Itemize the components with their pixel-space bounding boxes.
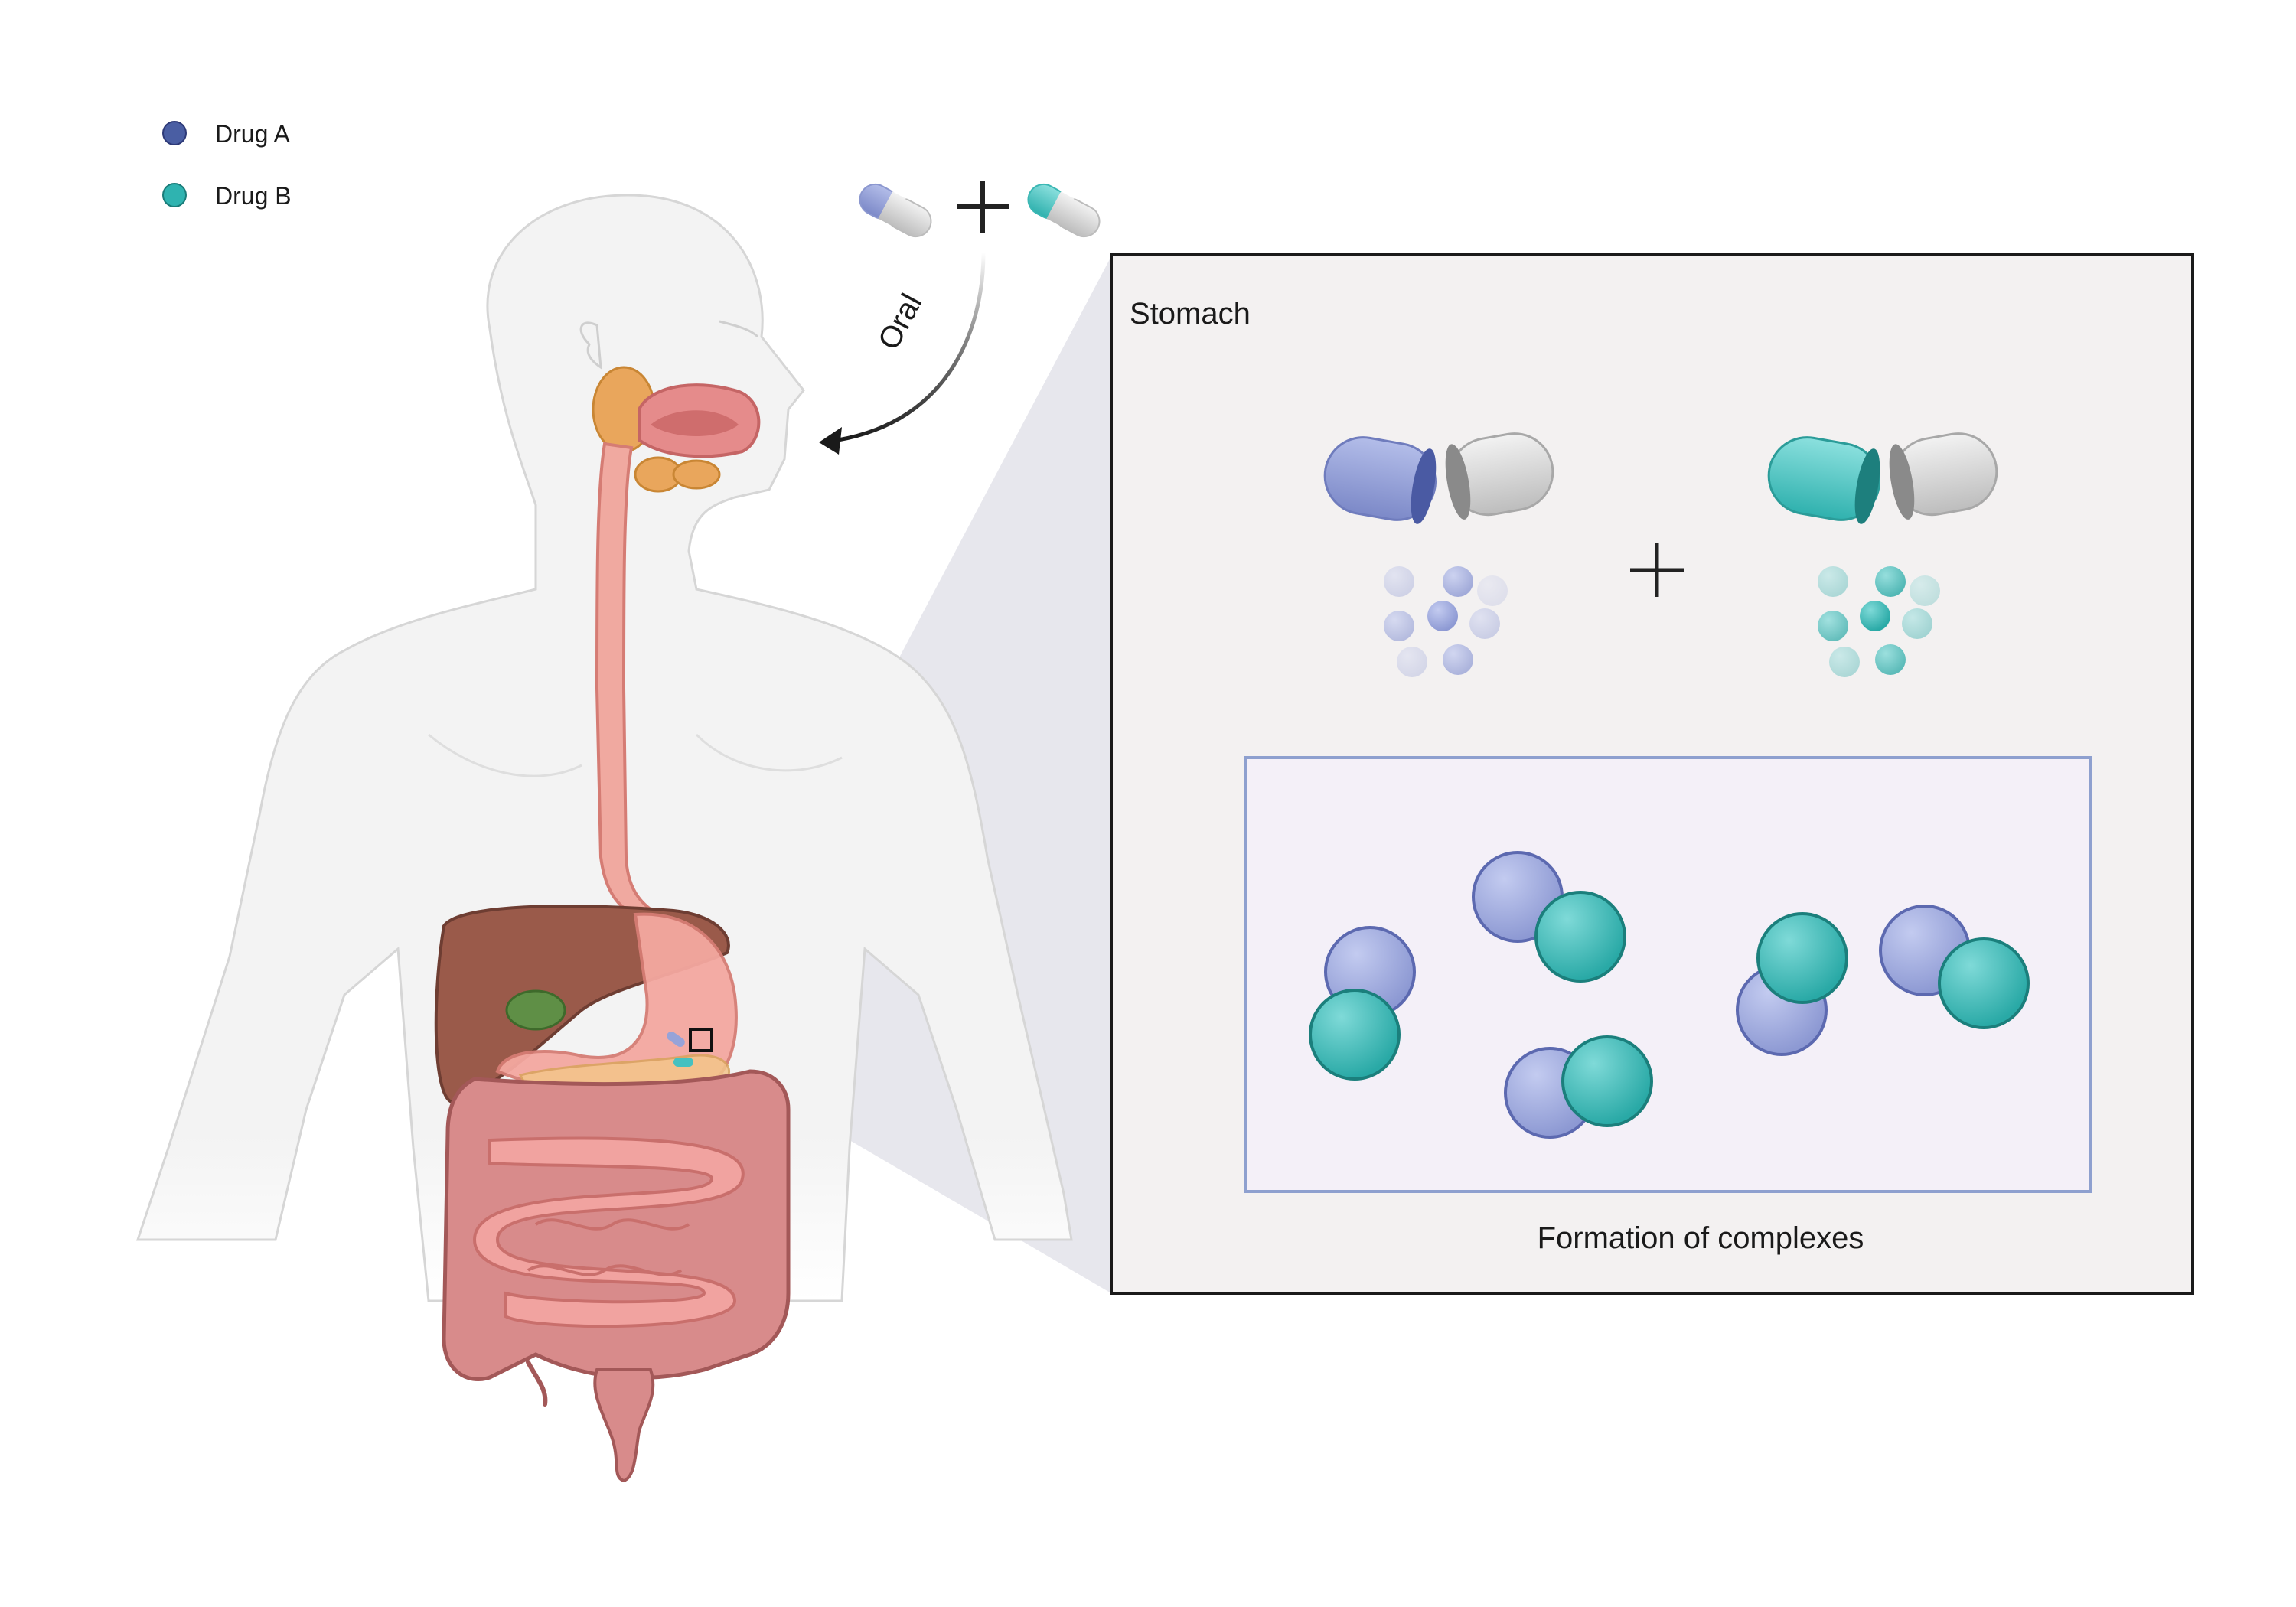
top-capsule-drug-b — [1027, 183, 1101, 238]
legend-item-drug-a: Drug A — [162, 120, 290, 148]
legend-label-drug-a: Drug A — [215, 120, 290, 148]
opened-capsule-drug-b — [1767, 432, 1998, 524]
panel-plus-icon — [1630, 543, 1684, 597]
plus-icon — [957, 181, 1009, 233]
stomach-panel-title: Stomach — [1130, 297, 1251, 331]
zoom-region-marker — [689, 1028, 713, 1052]
drug-a-dot-icon — [162, 121, 187, 145]
rectum — [593, 1368, 655, 1483]
drug-b-dot-icon — [162, 183, 187, 207]
legend-label-drug-b: Drug B — [215, 182, 292, 210]
drug-b-particles — [1818, 566, 1940, 677]
complex-4 — [1736, 912, 1848, 1056]
opened-capsule-drug-a — [1323, 432, 1554, 524]
drug-a-particles — [1384, 566, 1508, 677]
complex-2 — [1472, 851, 1626, 983]
top-capsule-drug-a — [859, 183, 932, 238]
small-intestine — [472, 1136, 745, 1328]
appendix — [526, 1360, 548, 1407]
complex-3 — [1504, 1035, 1653, 1139]
route-label-oral: Oral — [872, 288, 928, 355]
stomach-capsules — [667, 1028, 713, 1067]
complex-1 — [1309, 926, 1416, 1081]
arrow-head-icon — [819, 427, 842, 455]
oral-route-arrow — [837, 252, 986, 442]
gallbladder — [505, 989, 566, 1031]
complexes — [1309, 851, 2030, 1139]
complex-caption: Formation of complexes — [1538, 1221, 1864, 1255]
legend-item-drug-b: Drug B — [162, 182, 292, 210]
legend: Drug A Drug B — [162, 120, 292, 210]
oral-cavity — [638, 383, 761, 458]
complex-5 — [1879, 905, 2030, 1029]
